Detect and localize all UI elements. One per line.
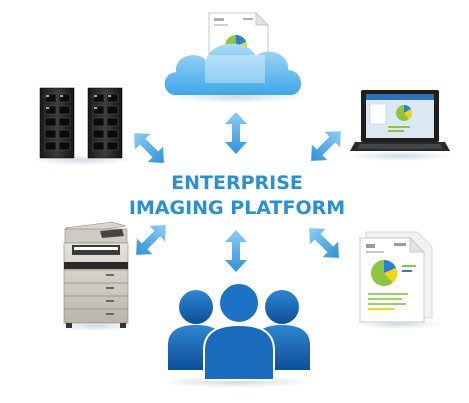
multifunction-printer-icon	[55, 221, 135, 331]
cloud-shape	[164, 43, 302, 95]
arrow-bottom-icon	[225, 230, 247, 272]
arrow-top-icon	[225, 112, 247, 154]
center-title-line2: IMAGING PLATFORM	[129, 197, 345, 219]
users-group-icon	[156, 282, 316, 388]
center-title-line1: ENTERPRISE	[171, 172, 303, 194]
arrow-top-left-icon	[134, 133, 164, 163]
arrow-bottom-left-icon	[136, 225, 166, 255]
server-rack-icon	[32, 87, 132, 165]
report-document-icon	[354, 231, 442, 329]
cloud-document-icon	[164, 11, 306, 103]
arrow-bottom-right-icon	[309, 228, 339, 258]
arrow-top-right-icon	[311, 131, 341, 161]
laptop-icon	[348, 90, 452, 161]
